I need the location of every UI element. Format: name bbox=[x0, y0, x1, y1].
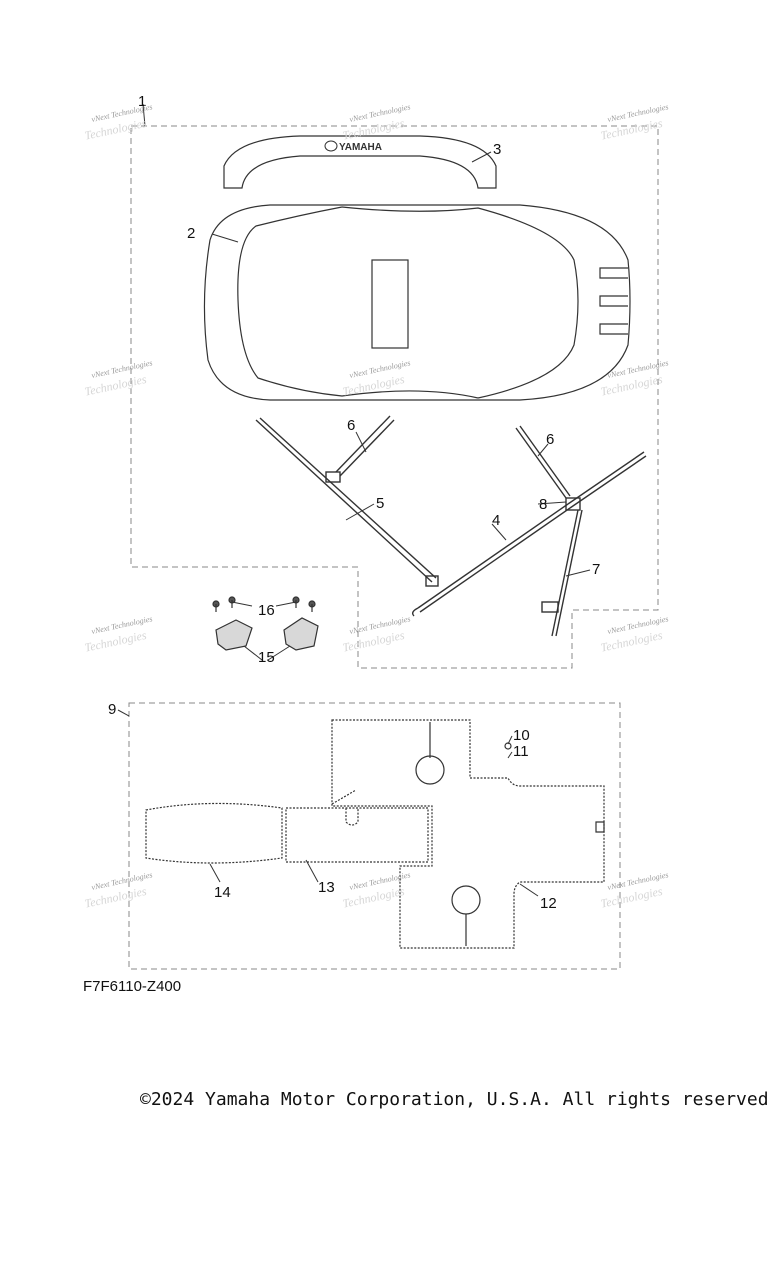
callout-4: 4 bbox=[492, 512, 500, 529]
callout-15: 15 bbox=[258, 649, 275, 666]
callout-16: 16 bbox=[258, 602, 275, 619]
bracket-parts bbox=[212, 596, 319, 651]
callout-14: 14 bbox=[214, 884, 231, 901]
upper-group-border bbox=[130, 125, 659, 669]
callout-10: 10 bbox=[513, 727, 530, 744]
callout-13: 13 bbox=[318, 879, 335, 896]
callout-3: 3 bbox=[493, 141, 501, 158]
drawing-code: F7F6110-Z400 bbox=[83, 978, 182, 995]
mat-cutouts bbox=[415, 722, 605, 946]
callout-2: 2 bbox=[187, 225, 195, 242]
callout-11: 11 bbox=[513, 743, 529, 760]
copyright-notice: ©2024 Yamaha Motor Corporation, U.S.A. A… bbox=[140, 1089, 768, 1110]
callout-7: 7 bbox=[592, 561, 600, 578]
callout-5: 5 bbox=[376, 495, 384, 512]
callouts: 1 2 3 4 5 6 6 7 8 9 10 11 12 13 14 15 16 bbox=[108, 93, 600, 912]
bolster-part bbox=[223, 135, 497, 189]
leader-lines bbox=[117, 103, 591, 897]
callout-6a: 6 bbox=[347, 417, 355, 434]
callout-6b: 6 bbox=[546, 431, 554, 448]
frame-poles bbox=[255, 415, 647, 637]
callout-9: 9 bbox=[108, 701, 116, 718]
callout-1: 1 bbox=[138, 93, 146, 110]
yamaha-logo: YAMAHA bbox=[324, 140, 382, 153]
logo-text: YAMAHA bbox=[339, 142, 382, 153]
mat-parts bbox=[145, 719, 605, 949]
lower-group-border bbox=[128, 702, 621, 970]
cover-part bbox=[203, 204, 631, 401]
callout-12: 12 bbox=[540, 895, 557, 912]
callout-8: 8 bbox=[539, 496, 547, 513]
